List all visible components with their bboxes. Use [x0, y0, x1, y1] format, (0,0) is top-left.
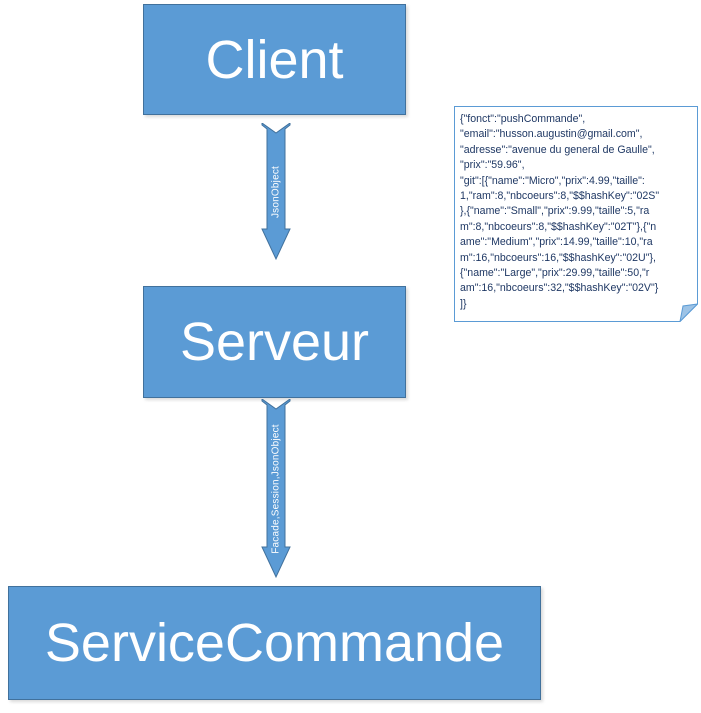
edge-label-serveur-service: Facade,Session,JsonObject	[270, 424, 282, 554]
note-line: 1,"ram":8,"nbcoeurs":8,"$$hashKey":"02S"	[460, 190, 660, 203]
note-line: m":8,"nbcoeurs":8,"$$hashKey":"02T"},{"n	[460, 220, 657, 233]
note-page-icon	[454, 106, 698, 322]
note-line: ]}	[460, 297, 467, 310]
note-line: m":16,"nbcoeurs":16,"$$hashKey":"02U"},	[460, 251, 656, 264]
note-line: {"name":"Large","prix":29.99,"taille":50…	[460, 267, 650, 280]
node-client: Client	[143, 4, 406, 115]
arrow-client-to-serveur: JsonObject	[258, 122, 294, 261]
note-line: "email":"husson.augustin@gmail.com",	[460, 128, 643, 141]
arrow-serveur-to-service: Facade,Session,JsonObject	[258, 398, 294, 579]
note-line: },{"name":"Small","prix":9.99,"taille":5…	[460, 205, 650, 218]
note-line: ame":"Medium","prix":14.99,"taille":10,"…	[460, 236, 653, 249]
note-line: am":16,"nbcoeurs":32,"$$hashKey":"02V"}	[460, 282, 659, 295]
arrow-down-icon	[261, 398, 291, 579]
note-line: "git":[{"name":"Micro","prix":4.99,"tail…	[460, 174, 645, 187]
note-text: {"fonct":"pushCommande", "email":"husson…	[460, 112, 692, 312]
arrow-down-icon	[261, 122, 291, 261]
node-serveur-label: Serveur	[179, 312, 370, 372]
node-client-label: Client	[205, 29, 344, 90]
note-line: "prix":"59.96",	[460, 159, 525, 172]
node-serveur: Serveur	[143, 286, 406, 398]
node-servicecommande-label: ServiceCommande	[44, 613, 505, 673]
json-note: {"fonct":"pushCommande", "email":"husson…	[454, 106, 698, 322]
edge-label-client-serveur: JsonObject	[270, 165, 282, 219]
note-line: "adresse":"avenue du general de Gaulle",	[460, 143, 655, 156]
node-servicecommande: ServiceCommande	[8, 586, 541, 700]
note-line: {"fonct":"pushCommande",	[460, 113, 586, 125]
